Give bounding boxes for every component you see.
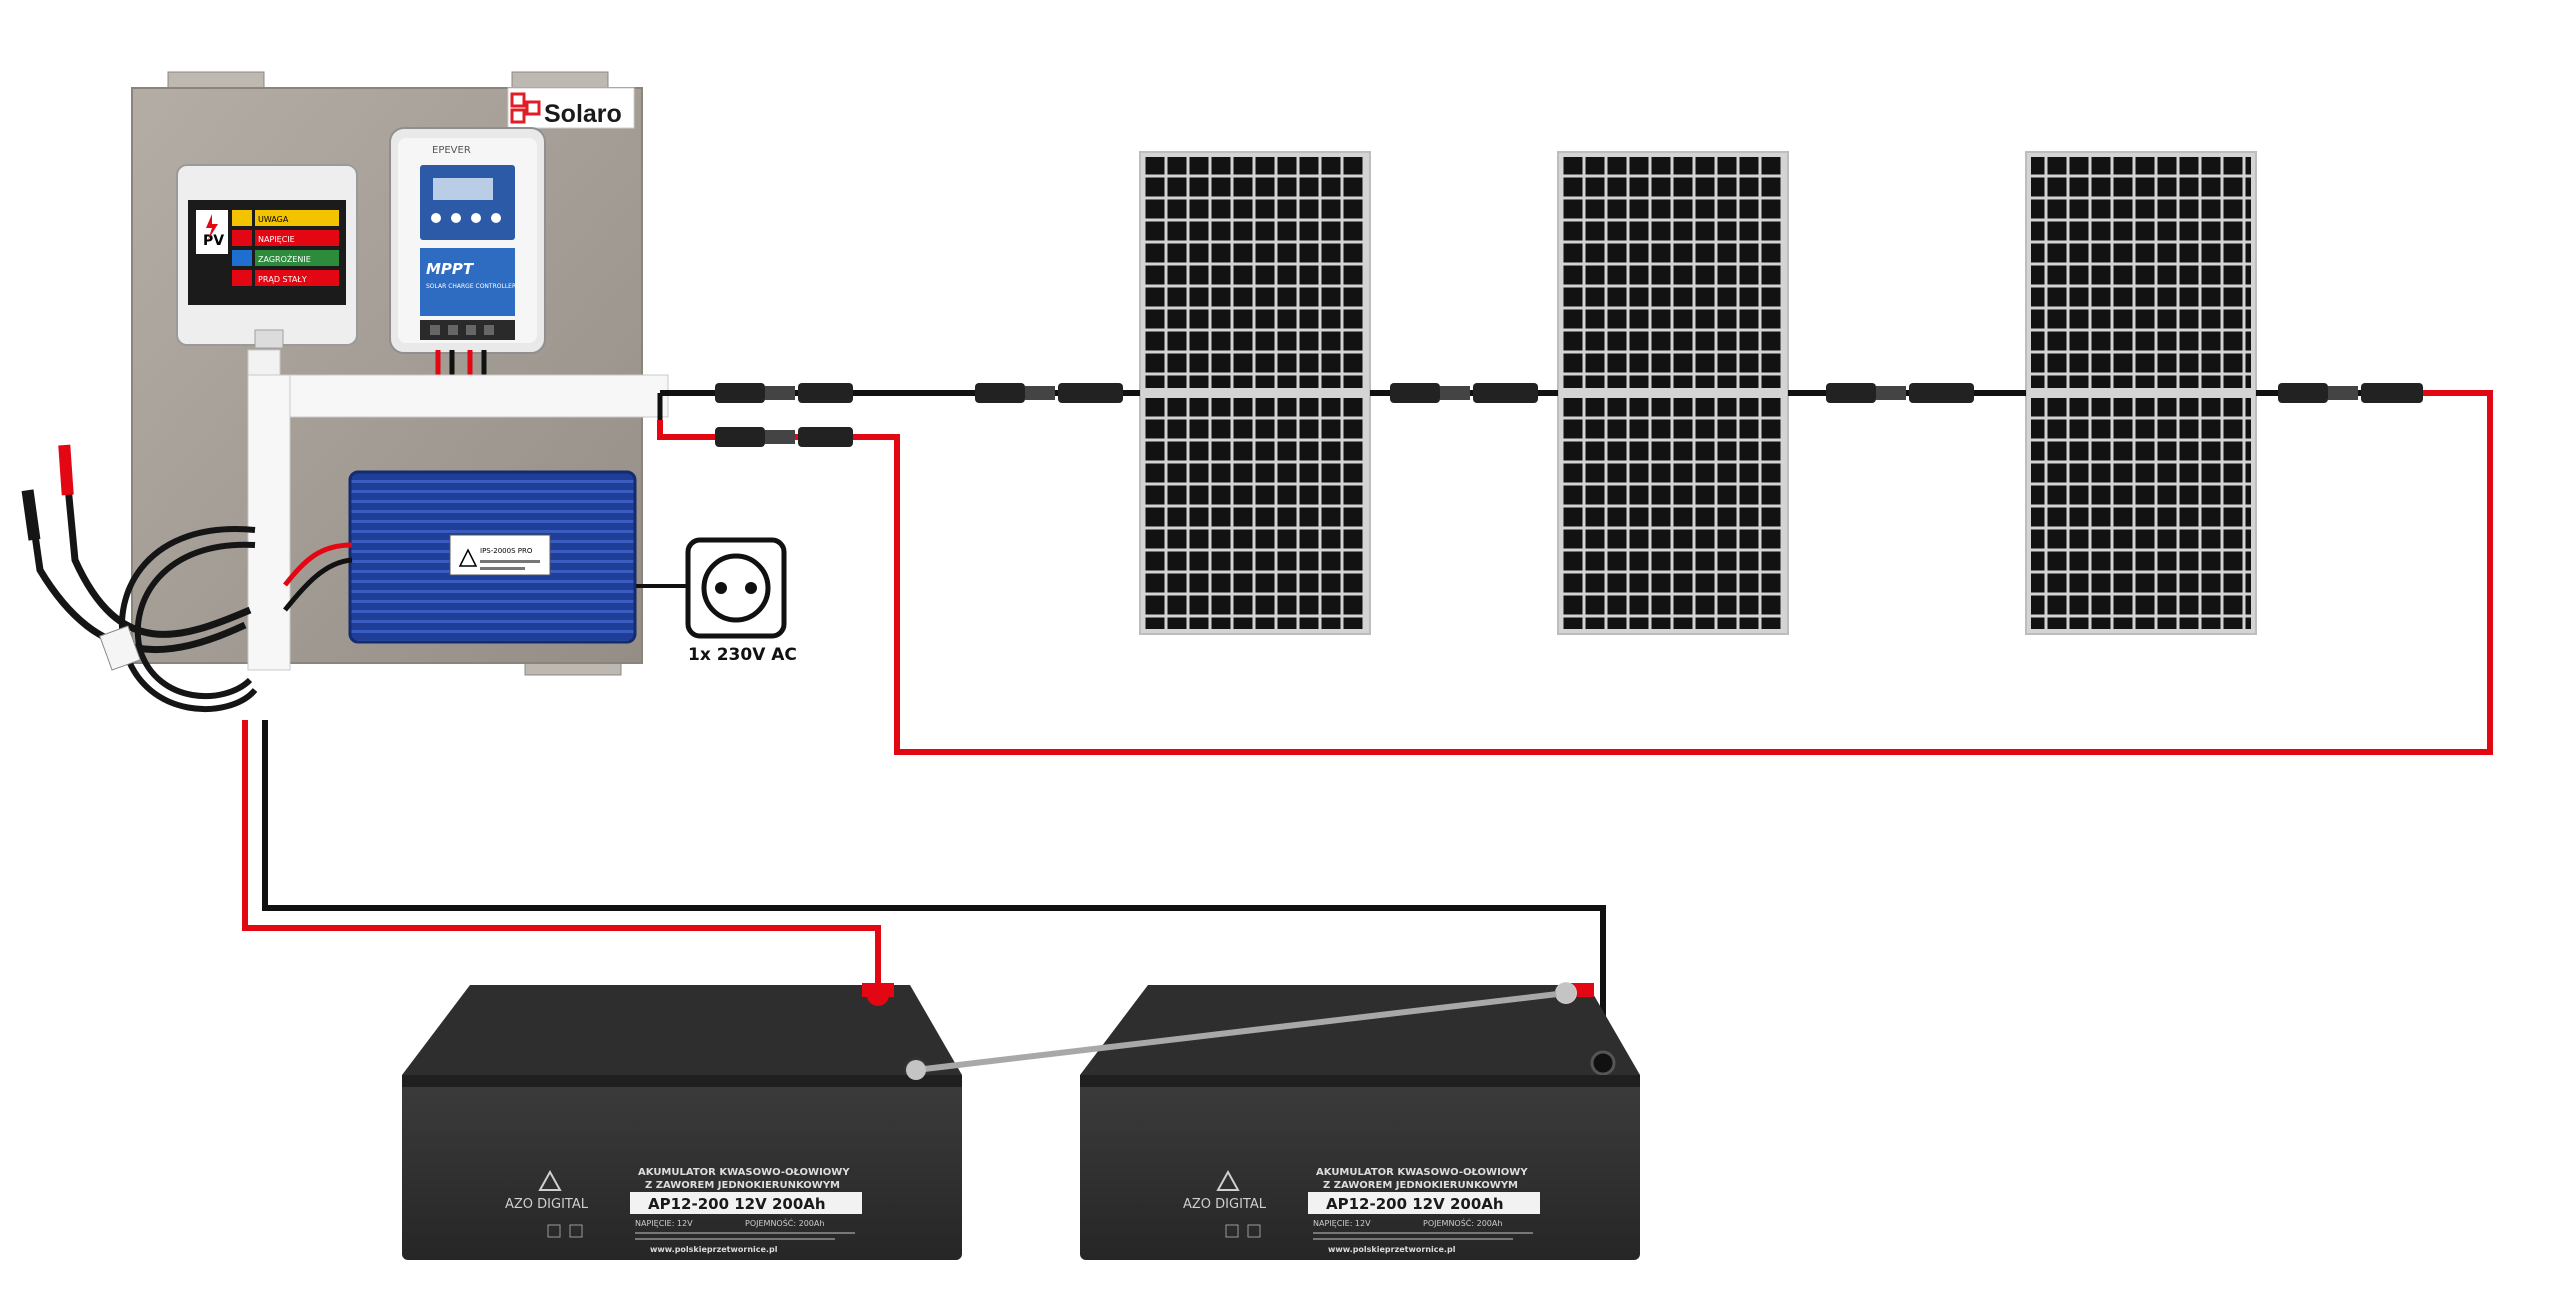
pv-isolator-box: PV UWAGA NAPIĘCIE ZAGROŻENIE PRĄD STAŁY bbox=[176, 164, 358, 349]
power-socket-icon bbox=[685, 537, 787, 639]
battery-capacity: POJEMNOŚĆ: 200Ah bbox=[745, 1217, 824, 1228]
controller-subtitle: SOLAR CHARGE CONTROLLER bbox=[426, 283, 516, 290]
battery-heading-2: Z ZAWOREM JEDNOKIERUNKOWYM bbox=[1323, 1180, 1518, 1191]
mc4-connector bbox=[2278, 383, 2423, 403]
pv-symbol: PV bbox=[203, 233, 224, 249]
battery-voltage: NAPIĘCIE: 12V bbox=[1313, 1219, 1371, 1228]
solar-panel bbox=[1139, 151, 1371, 635]
controller-brand: EPEVER bbox=[432, 145, 471, 156]
battery-voltage: NAPIĘCIE: 12V bbox=[635, 1219, 693, 1228]
battery-leads bbox=[21, 444, 258, 713]
lightning-warning-icon bbox=[206, 214, 218, 240]
battery-2-positive-terminal bbox=[1556, 983, 1576, 1003]
battery-1-positive-terminal bbox=[869, 986, 887, 1004]
mc4-connector bbox=[1390, 383, 1538, 403]
battery-website: www.polskieprzetwornice.pl bbox=[650, 1245, 778, 1254]
socket-label: 1x 230V AC bbox=[688, 645, 797, 665]
controller-mode: MPPT bbox=[426, 260, 475, 278]
controller-display bbox=[433, 178, 493, 200]
pv-warning-label-4: PRĄD STAŁY bbox=[258, 275, 307, 284]
cable-duct bbox=[247, 349, 669, 671]
solar-panel bbox=[1557, 151, 1789, 635]
battery-model: AP12-200 12V 200Ah bbox=[1326, 1195, 1504, 1213]
solar-panel bbox=[2025, 151, 2257, 635]
battery-capacity: POJEMNOŚĆ: 200Ah bbox=[1423, 1217, 1502, 1228]
mc4-connector bbox=[1826, 383, 1974, 403]
solaro-logo: Solaro bbox=[507, 87, 635, 129]
battery-website: www.polskieprzetwornice.pl bbox=[1328, 1245, 1456, 1254]
battery-brand: AZO DIGITAL bbox=[505, 1197, 589, 1212]
pv-warning-label-1: UWAGA bbox=[258, 215, 289, 224]
battery-brand: AZO DIGITAL bbox=[1183, 1197, 1267, 1212]
brand-name: Solaro bbox=[544, 100, 622, 128]
battery-2: AZO DIGITAL AKUMULATOR KWASOWO-OŁOWIOWY … bbox=[1080, 982, 1640, 1260]
battery-1-negative-terminal bbox=[906, 1060, 926, 1080]
mppt-charge-controller: EPEVER MPPT SOLAR CHARGE CONTROLLER bbox=[389, 127, 546, 354]
mc4-connector bbox=[715, 427, 853, 447]
battery-link-wire bbox=[915, 990, 1567, 1073]
battery-model: AP12-200 12V 200Ah bbox=[648, 1195, 826, 1213]
inverter-label: IPS-2000S PRO bbox=[480, 547, 533, 555]
battery-bank-wiring bbox=[242, 720, 1606, 1060]
mc4-connector bbox=[975, 383, 1123, 403]
battery-heading: AKUMULATOR KWASOWO-OŁOWIOWY bbox=[638, 1167, 850, 1178]
battery-2-negative-terminal bbox=[1594, 1054, 1612, 1072]
pv-warning-label-3: ZAGROŻENIE bbox=[258, 254, 311, 264]
pv-warning-label-2: NAPIĘCIE bbox=[258, 235, 295, 244]
battery-1: AZO DIGITAL AKUMULATOR KWASOWO-OŁOWIOWY … bbox=[402, 983, 962, 1260]
mc4-connector bbox=[715, 383, 853, 403]
battery-heading: AKUMULATOR KWASOWO-OŁOWIOWY bbox=[1316, 1167, 1528, 1178]
inverter: IPS-2000S PRO bbox=[348, 470, 637, 644]
battery-heading-2: Z ZAWOREM JEDNOKIERUNKOWYM bbox=[645, 1180, 840, 1191]
